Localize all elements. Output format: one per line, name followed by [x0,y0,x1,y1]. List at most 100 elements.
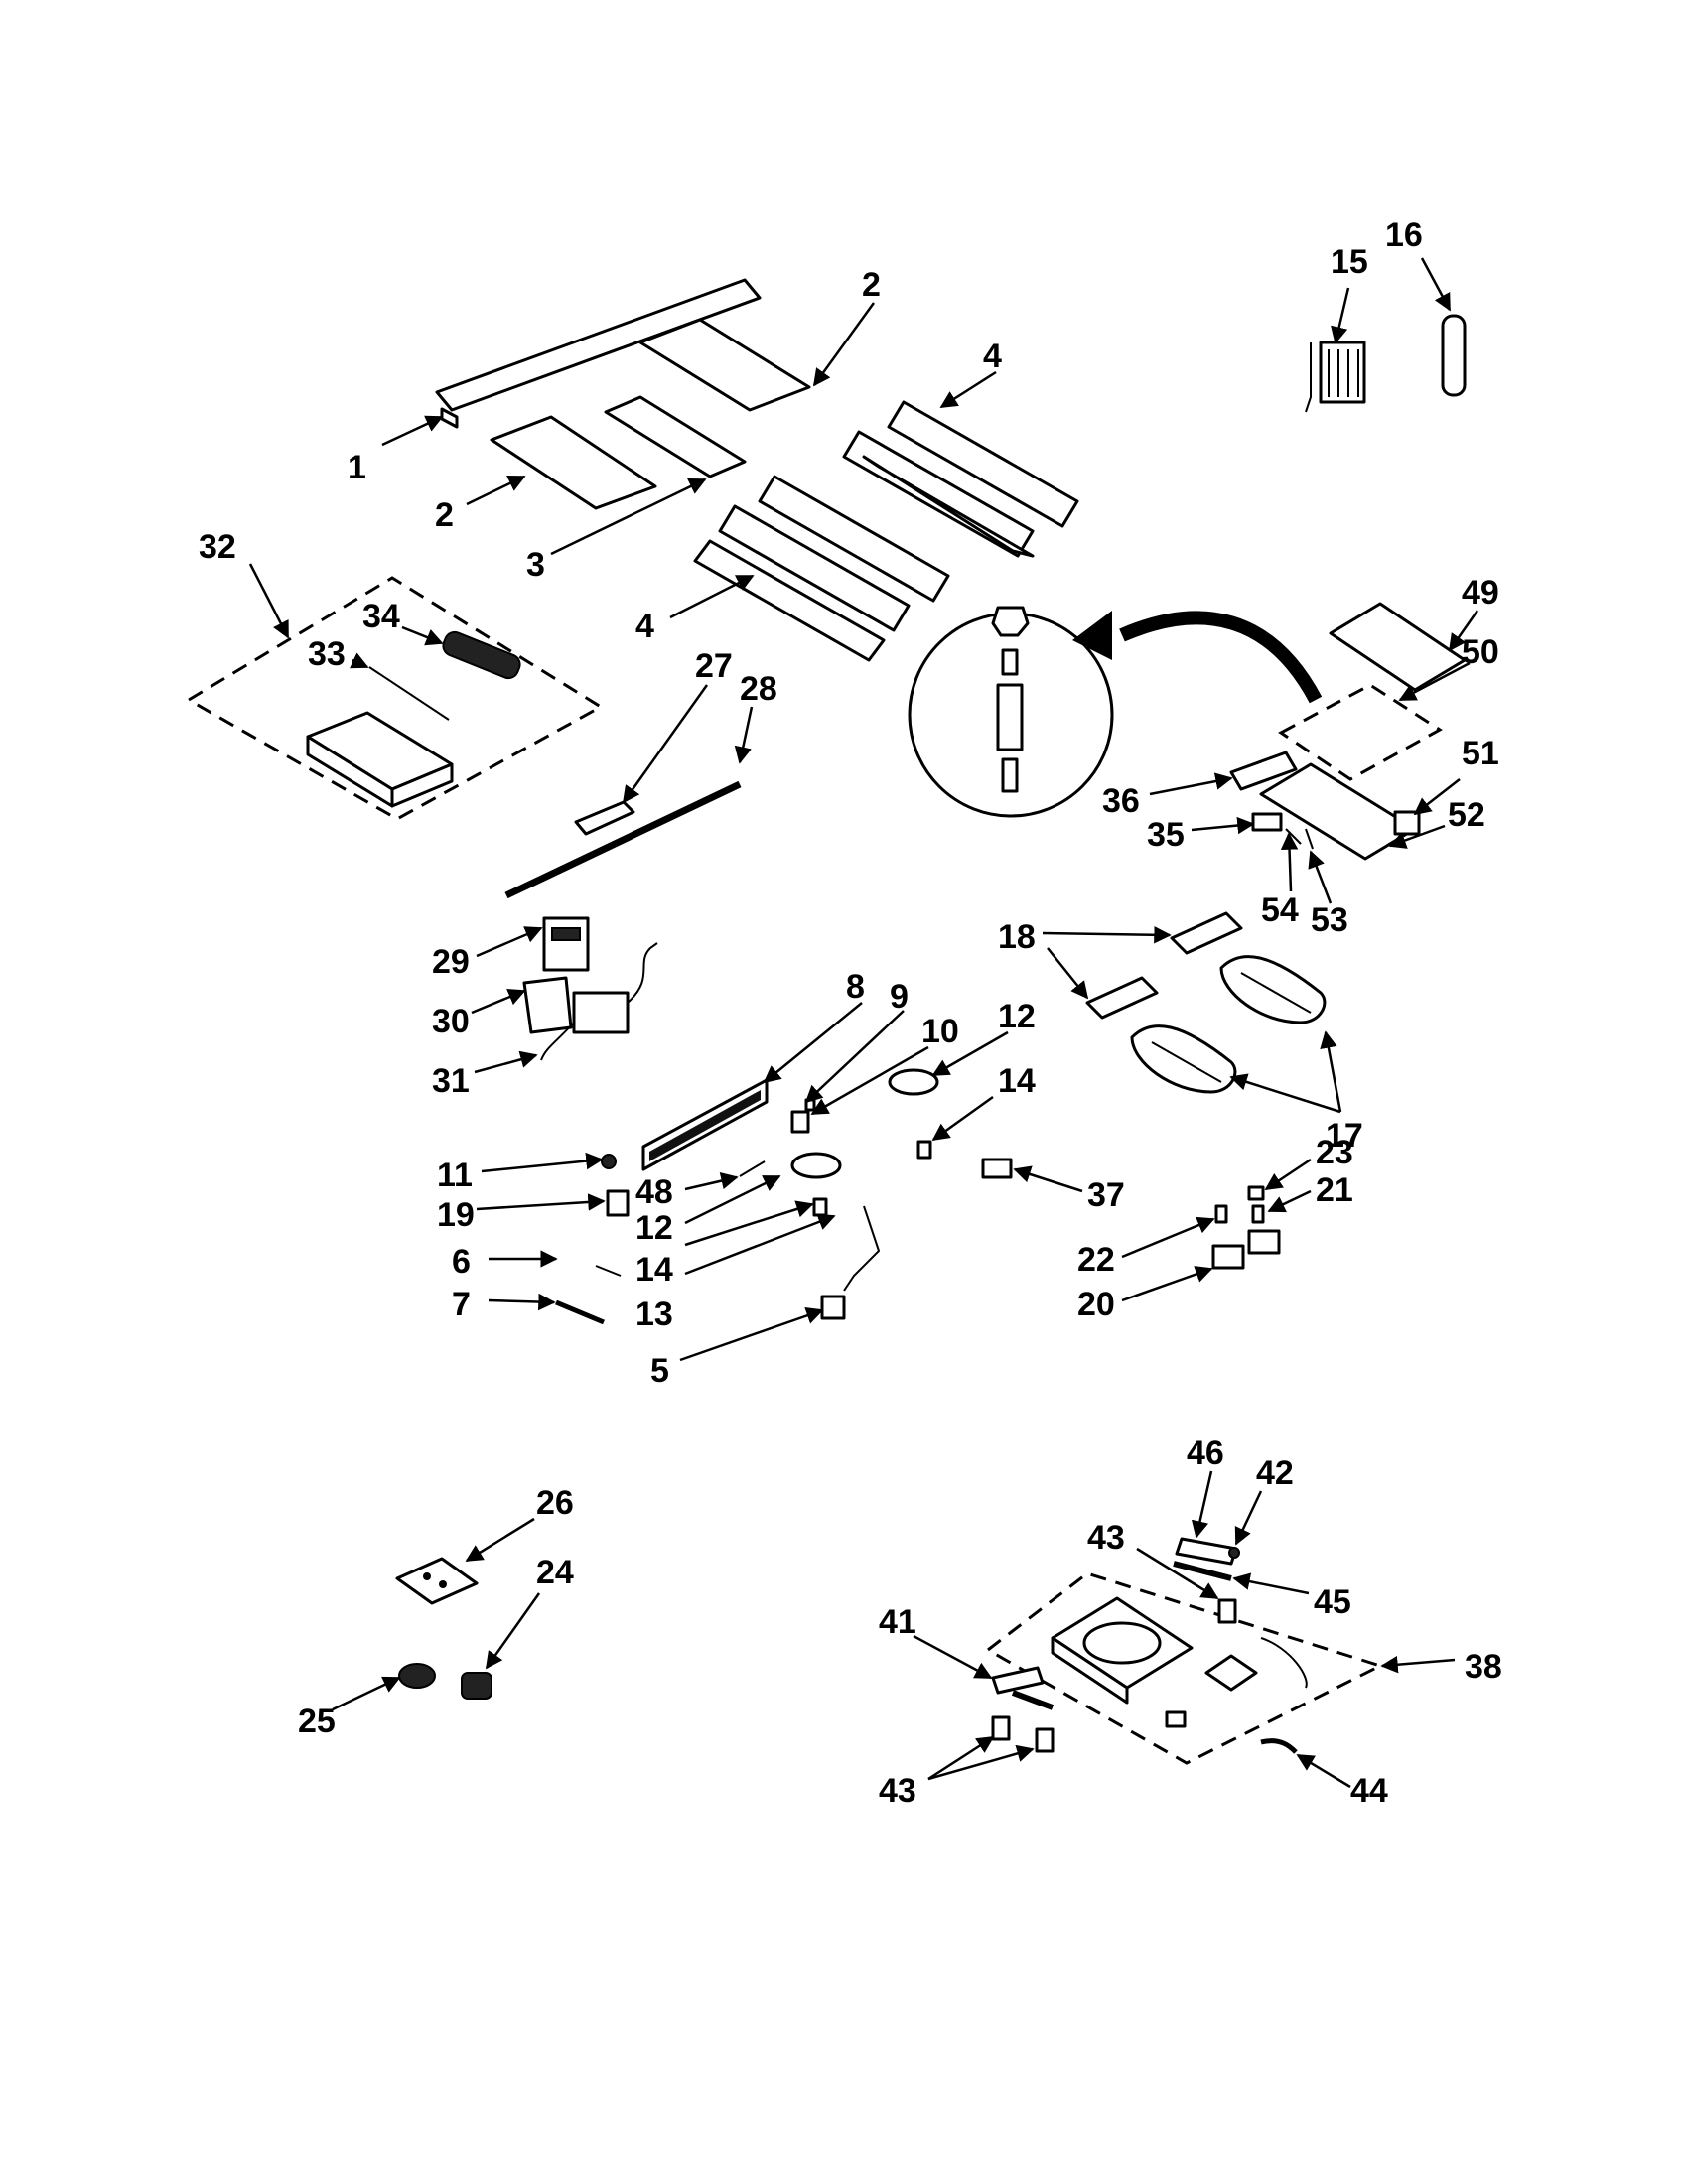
callout-1: 1 [348,449,366,486]
callout-9: 9 [890,978,909,1016]
callout-29: 29 [432,943,470,981]
side-burner-valve[interactable] [1204,1654,1258,1692]
part-12-light-lower[interactable] [790,1152,842,1179]
part-21-electrode[interactable] [1251,1204,1265,1224]
part-46-rail[interactable] [1175,1537,1238,1566]
part-53-wire[interactable] [1305,828,1314,850]
part-7-rod[interactable] [555,1299,605,1325]
part-38-side-burner-kit[interactable] [985,1571,1384,1765]
part-35-igniter[interactable] [1251,812,1283,832]
callout-44: 44 [1350,1772,1388,1810]
callout-5: 5 [650,1352,669,1390]
callout-43b: 43 [879,1772,916,1810]
side-burner-clip[interactable] [1165,1710,1187,1728]
part-23-clip[interactable] [1247,1185,1265,1201]
callout-43a: 43 [1087,1519,1125,1557]
part-27-bracket[interactable] [574,800,635,836]
part-5-cover[interactable] [820,1295,846,1320]
part-51-plate[interactable] [1393,810,1421,836]
part-43-leg-front-right[interactable] [1035,1727,1055,1753]
callout-45: 45 [1314,1583,1351,1621]
part-43-leg-rear[interactable] [1217,1598,1237,1624]
part-48-screw[interactable] [739,1160,766,1177]
callout-15: 15 [1331,243,1368,281]
part-34-wood-chips[interactable] [440,629,522,681]
part-45-insulation[interactable] [1173,1561,1232,1581]
part-43-leg-front-left[interactable] [991,1715,1011,1741]
callout-4b: 4 [635,608,654,645]
part-49-infrared-grid[interactable] [1329,602,1467,692]
part-26-plate[interactable] [395,1557,479,1605]
part-9-switch[interactable] [790,1110,810,1134]
callout-17: 17 [1326,1117,1363,1155]
part-18-burner-bracket-upper[interactable] [1170,911,1243,955]
part-12-light-upper[interactable] [888,1068,939,1096]
callout-4a: 4 [983,338,1002,375]
callout-53: 53 [1311,901,1348,939]
callout-46: 46 [1187,1434,1224,1472]
part-2-grate-front[interactable] [490,415,657,510]
part-4-flavorizer-bars-rear[interactable] [842,400,1079,558]
part-32-smoker-kit[interactable] [186,576,604,821]
callout-26: 26 [536,1484,574,1522]
callout-20: 20 [1077,1286,1115,1323]
smoker-box-tray[interactable] [306,711,454,808]
callout-49: 49 [1462,574,1499,612]
callout-38: 38 [1465,1648,1502,1686]
callout-51: 51 [1462,735,1499,772]
part-29-control-box[interactable] [542,916,590,972]
part-16-clip[interactable] [1441,314,1467,397]
part-13-wire[interactable] [843,1205,881,1292]
part-11-knob[interactable] [601,1154,617,1169]
side-burner-housing[interactable] [1051,1596,1194,1705]
part-18-burner-bracket-lower[interactable] [1085,976,1159,1020]
part-4-flavorizer-bars-front[interactable] [693,475,950,662]
part-36-rotisserie-burner-bracket[interactable] [1229,751,1298,791]
part-28-rotisserie-rod[interactable] [504,780,742,899]
part-22-electrode[interactable] [1214,1204,1228,1224]
side-burner-wire[interactable] [1260,1637,1308,1689]
part-25-spring[interactable] [398,1663,436,1689]
part-8-light-panel[interactable] [641,1078,769,1171]
part-17-burner-upper[interactable] [1219,955,1327,1024]
part-2-grate-rear[interactable] [638,318,811,412]
callout-18: 18 [998,918,1036,956]
curved-arrow [1072,611,1323,704]
callout-28: 28 [740,670,777,708]
part-44-handle[interactable] [1260,1738,1298,1754]
callout-36: 36 [1102,782,1140,820]
part-30-bracket[interactable] [522,976,573,1034]
part-1-long-grate[interactable] [435,278,762,429]
callout-37: 37 [1087,1176,1125,1214]
leader-lines [248,257,1479,1789]
part-33-rod[interactable] [368,666,450,721]
callout-10: 10 [921,1013,959,1050]
zoom-detail-circle [908,606,1114,818]
callout-19: 19 [437,1196,475,1234]
callout-33: 33 [308,635,346,673]
part-17-burner-lower[interactable] [1130,1024,1237,1094]
part-31-transformer[interactable] [540,942,658,1061]
part-20-igniter-box[interactable] [1211,1229,1281,1270]
part-19-plate[interactable] [606,1189,630,1217]
callout-21: 21 [1316,1171,1353,1209]
callout-2a: 2 [862,266,881,304]
part-15-igniter-wire[interactable] [1305,341,1366,413]
part-50-burner-screen[interactable] [1278,683,1443,781]
callout-7: 7 [452,1286,471,1323]
callout-41: 41 [879,1603,916,1641]
part-24-knob[interactable] [461,1672,492,1700]
callout-32: 32 [199,528,236,566]
callout-16: 16 [1385,216,1423,254]
part-37-connector[interactable] [981,1158,1013,1179]
part-14-socket-lower[interactable] [812,1197,828,1217]
part-42-screw[interactable] [1228,1547,1240,1559]
callout-6: 6 [452,1243,471,1281]
part-3-grate[interactable] [604,395,747,478]
part-41-rail[interactable] [991,1666,1055,1710]
callout-25: 25 [298,1703,336,1740]
part-14-socket-upper[interactable] [916,1140,932,1160]
callout-23: 23 [1316,1134,1353,1171]
part-6-pin[interactable] [595,1265,622,1277]
